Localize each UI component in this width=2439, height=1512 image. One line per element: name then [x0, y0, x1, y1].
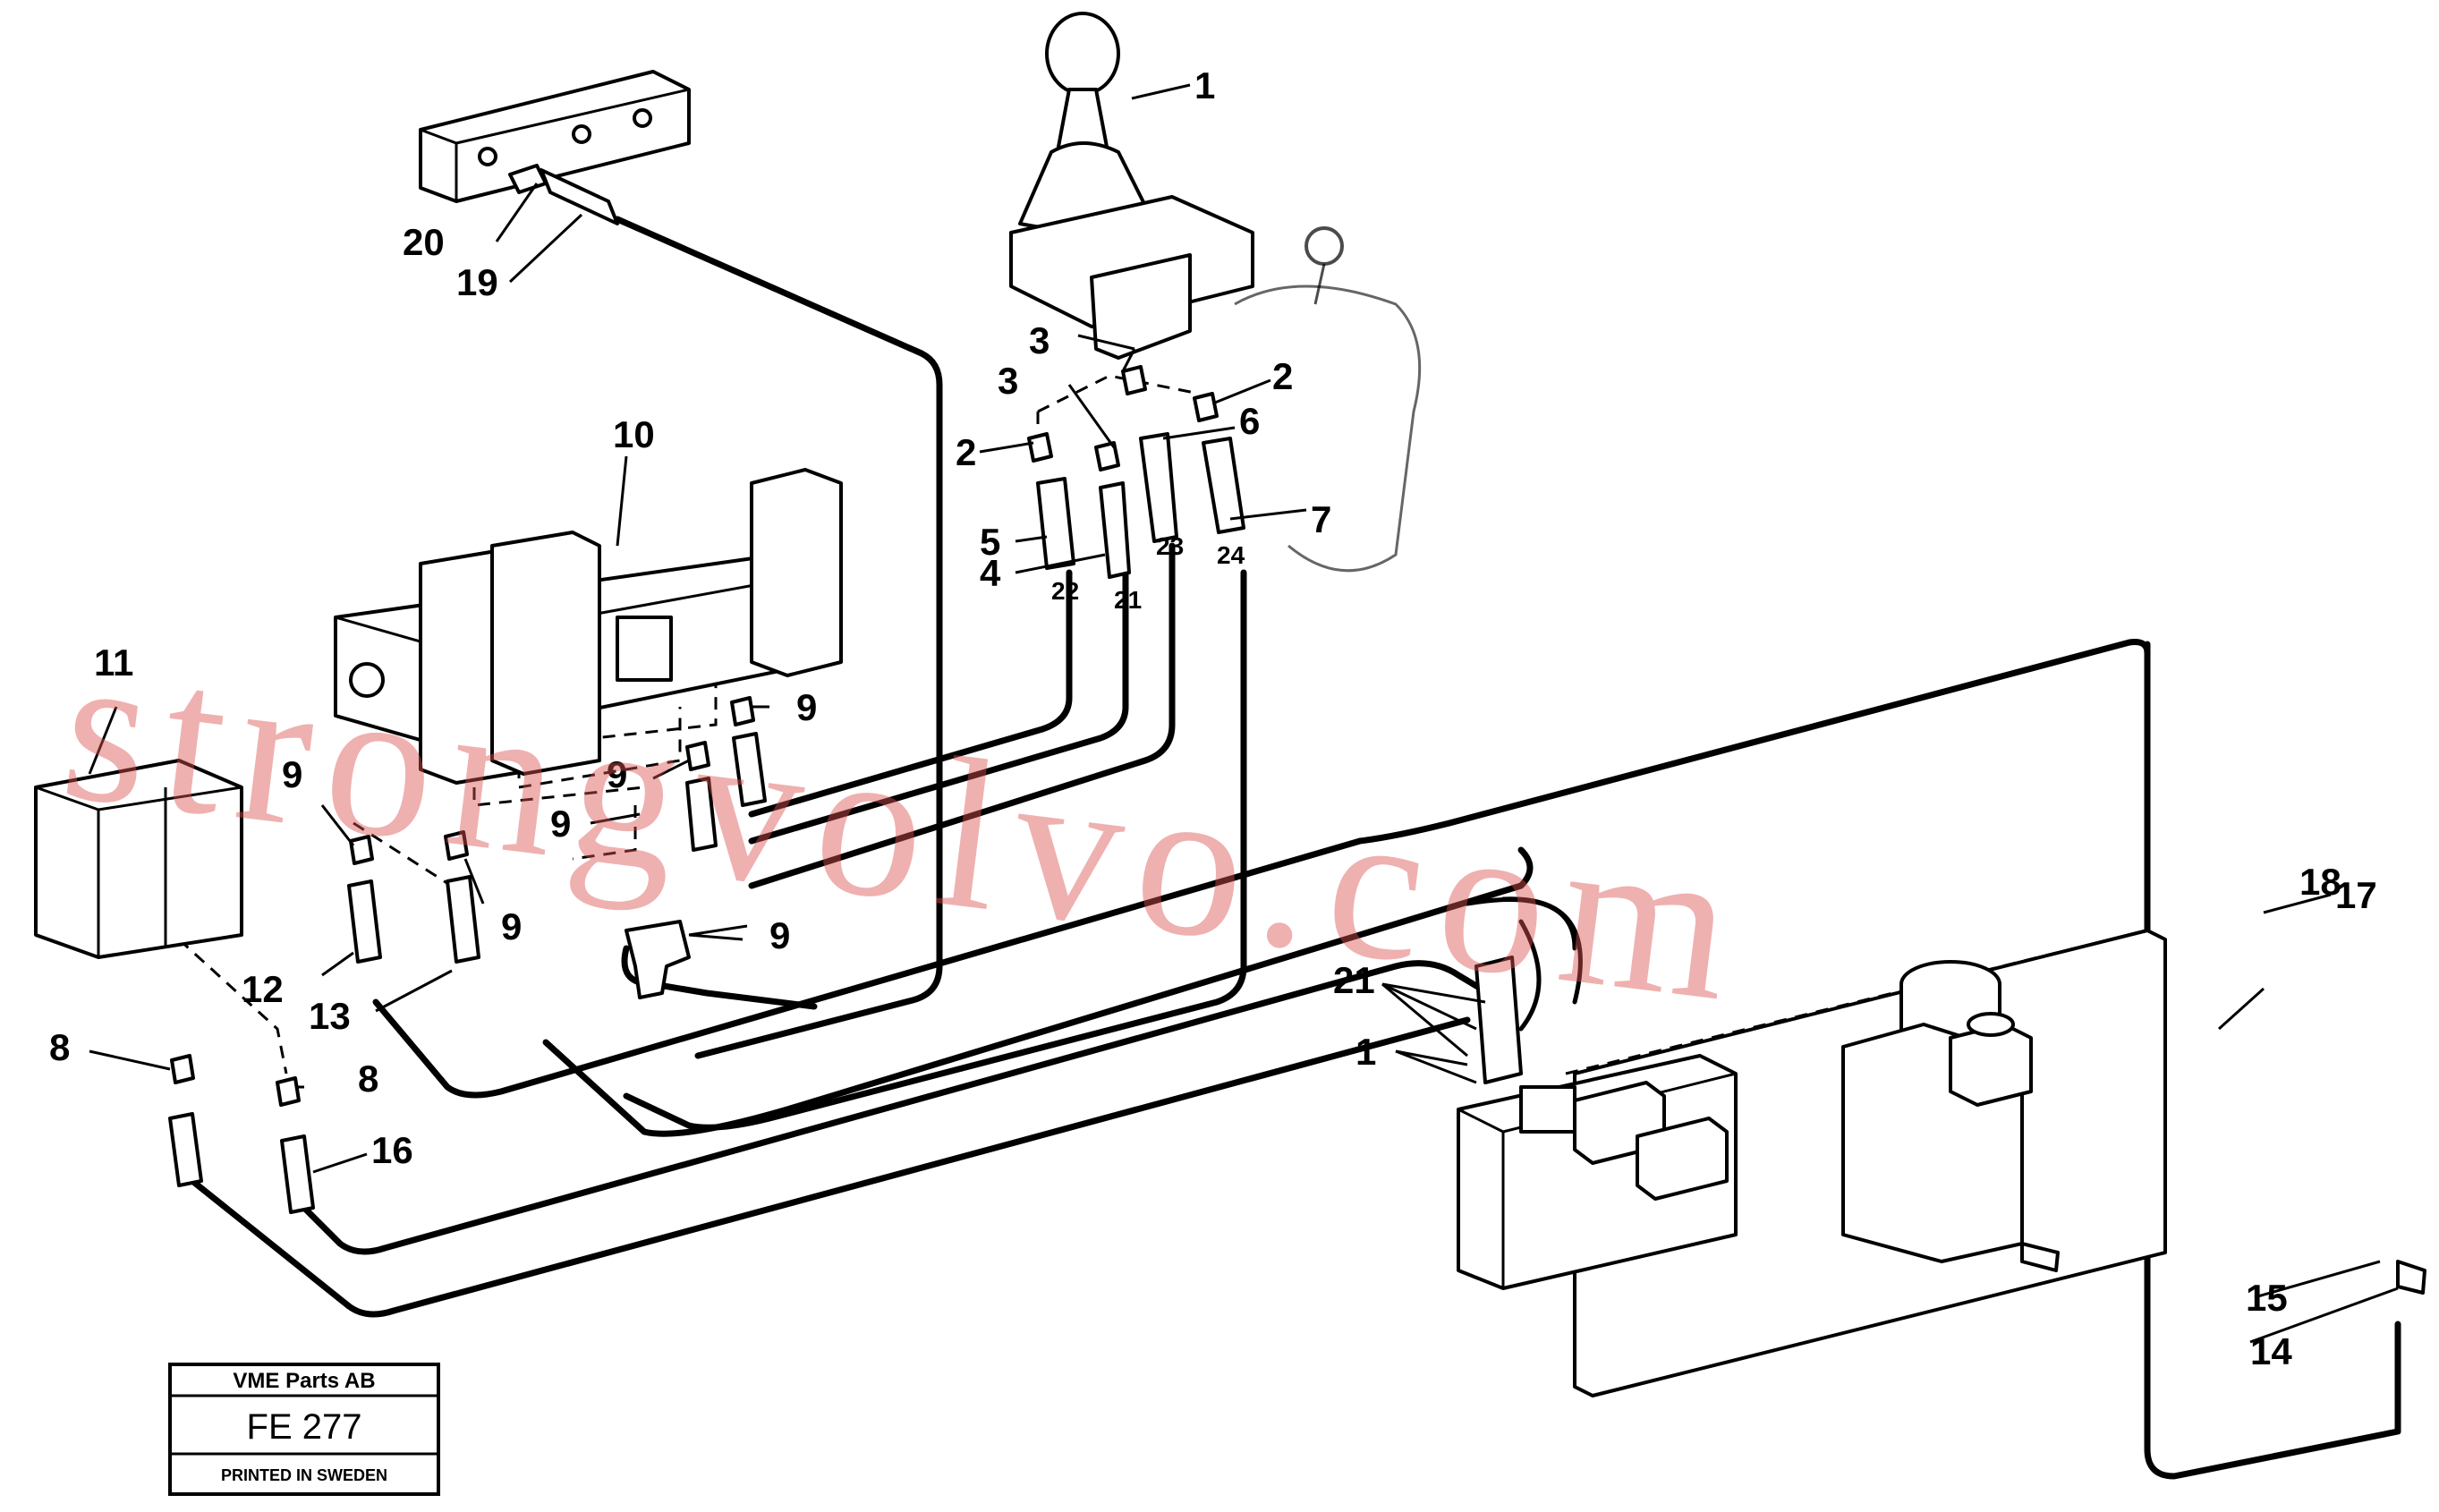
callout-1-lower: 1 [1355, 1031, 1376, 1073]
hose-end-9-a [732, 732, 767, 807]
watermark: strongvolvo.com [52, 605, 1759, 1047]
connector-15 [2020, 1242, 2060, 1272]
joystick-body [1090, 253, 1192, 360]
callout-15: 15 [2246, 1277, 2288, 1319]
junction-fittings-21 [1474, 956, 1523, 1084]
callout-12: 12 [242, 968, 284, 1010]
callout-13: 13 [309, 995, 351, 1037]
callout-1: 1 [1194, 64, 1215, 106]
callout-2-left: 2 [956, 431, 976, 473]
fitting-9-c [349, 835, 374, 865]
callout-labels: 1 2 2 3 3 4 5 6 7 8 8 9 9 9 9 9 9 10 11 … [49, 64, 2377, 1372]
fitting-8-b [276, 1076, 301, 1107]
callout-9-f: 9 [769, 914, 790, 956]
bracket-20 [419, 70, 691, 225]
joystick-assembly [1009, 12, 1422, 579]
hose-22-line [748, 569, 1073, 818]
connector-14 [2396, 1260, 2426, 1295]
fitting-9-b [685, 741, 710, 771]
fitting-9-d [444, 830, 469, 861]
hose-end-16 [280, 1134, 315, 1214]
main-line-lower [542, 846, 1534, 1137]
callout-3-top: 3 [1029, 319, 1050, 361]
callout-3-left: 3 [998, 360, 1018, 402]
callout-4: 4 [980, 552, 1001, 594]
hose-23-line [748, 542, 1176, 889]
hose-21-line [748, 569, 1129, 845]
accumulator-assembly [1841, 960, 2426, 1295]
joystick-base-plate [1009, 195, 1254, 328]
valve-block-10 [334, 468, 843, 785]
hose-line-bottom [189, 1016, 1471, 1318]
callout-10: 10 [613, 413, 655, 455]
hose-tag-24: 24 [1217, 541, 1245, 569]
hose-end-13 [446, 875, 480, 964]
callout-16: 16 [371, 1129, 413, 1171]
block-11 [34, 759, 243, 959]
fittings [168, 696, 767, 1214]
callout-18: 18 [2299, 861, 2341, 903]
hose-end-8-a [168, 1112, 203, 1187]
callout-5: 5 [980, 521, 1000, 563]
main-line-top [372, 639, 2151, 1099]
callout-14: 14 [2250, 1330, 2292, 1372]
callout-21: 21 [1333, 959, 1375, 1001]
hose-end-5 [1036, 477, 1075, 570]
hose-16-line [292, 960, 1507, 1255]
hose-tag-22: 22 [1051, 577, 1079, 605]
callout-9-a: 9 [796, 686, 817, 728]
callout-2-right: 2 [1272, 355, 1293, 397]
valve-section-end [750, 468, 843, 677]
hose-end-12 [347, 879, 382, 964]
hose-tags: 22 21 23 24 [1051, 532, 1245, 614]
callout-9-c: 9 [282, 753, 302, 795]
title-figure-number: FE 277 [247, 1407, 362, 1447]
leader-lines [88, 83, 2399, 1344]
junction-hoses [1465, 896, 1583, 1032]
callout-9-b: 9 [607, 753, 627, 795]
hose-end-7 [1202, 437, 1245, 534]
callout-9-d: 9 [550, 803, 571, 845]
title-company: VME Parts AB [233, 1369, 375, 1393]
callout-9-e: 9 [501, 905, 522, 947]
hose-end-4 [1099, 481, 1131, 579]
dash-valve-3 [472, 680, 645, 807]
tee-fittings-9 [625, 920, 691, 999]
callout-7: 7 [1311, 498, 1331, 540]
fitting-3-top [1121, 365, 1147, 395]
block-11-body [34, 759, 243, 959]
title-printed: PRINTED IN SWEDEN [221, 1466, 387, 1484]
hose-tag-23: 23 [1156, 532, 1184, 560]
fitting-3-left [1094, 441, 1120, 471]
callout-19: 19 [456, 261, 498, 303]
valve-section-b [490, 531, 601, 776]
callout-17: 17 [2335, 874, 2377, 916]
fitting-8-a [170, 1054, 195, 1084]
hose-19-line [614, 216, 943, 1059]
fitting-9-a [730, 696, 755, 726]
fitting-2-right [1193, 392, 1219, 422]
console-outline [1234, 285, 1422, 573]
callout-6: 6 [1239, 400, 1260, 442]
hose-end-6 [1139, 432, 1178, 543]
connector-19 [540, 168, 619, 225]
callout-11: 11 [94, 641, 133, 684]
dash-valve-9 [572, 805, 637, 861]
callout-8-right: 8 [358, 1058, 378, 1100]
hose-end-9-b [685, 777, 718, 852]
callout-8-left: 8 [49, 1026, 70, 1068]
fitting-2-left [1027, 432, 1053, 463]
dash-valve-1 [553, 662, 718, 744]
dash-joystick [1036, 374, 1200, 429]
callout-20: 20 [403, 221, 445, 263]
main-line-upper [2144, 641, 2401, 1480]
hose-tag-21: 21 [1114, 586, 1142, 614]
title-block: VME Parts AB FE 277 PRINTED IN SWEDEN [168, 1363, 440, 1496]
